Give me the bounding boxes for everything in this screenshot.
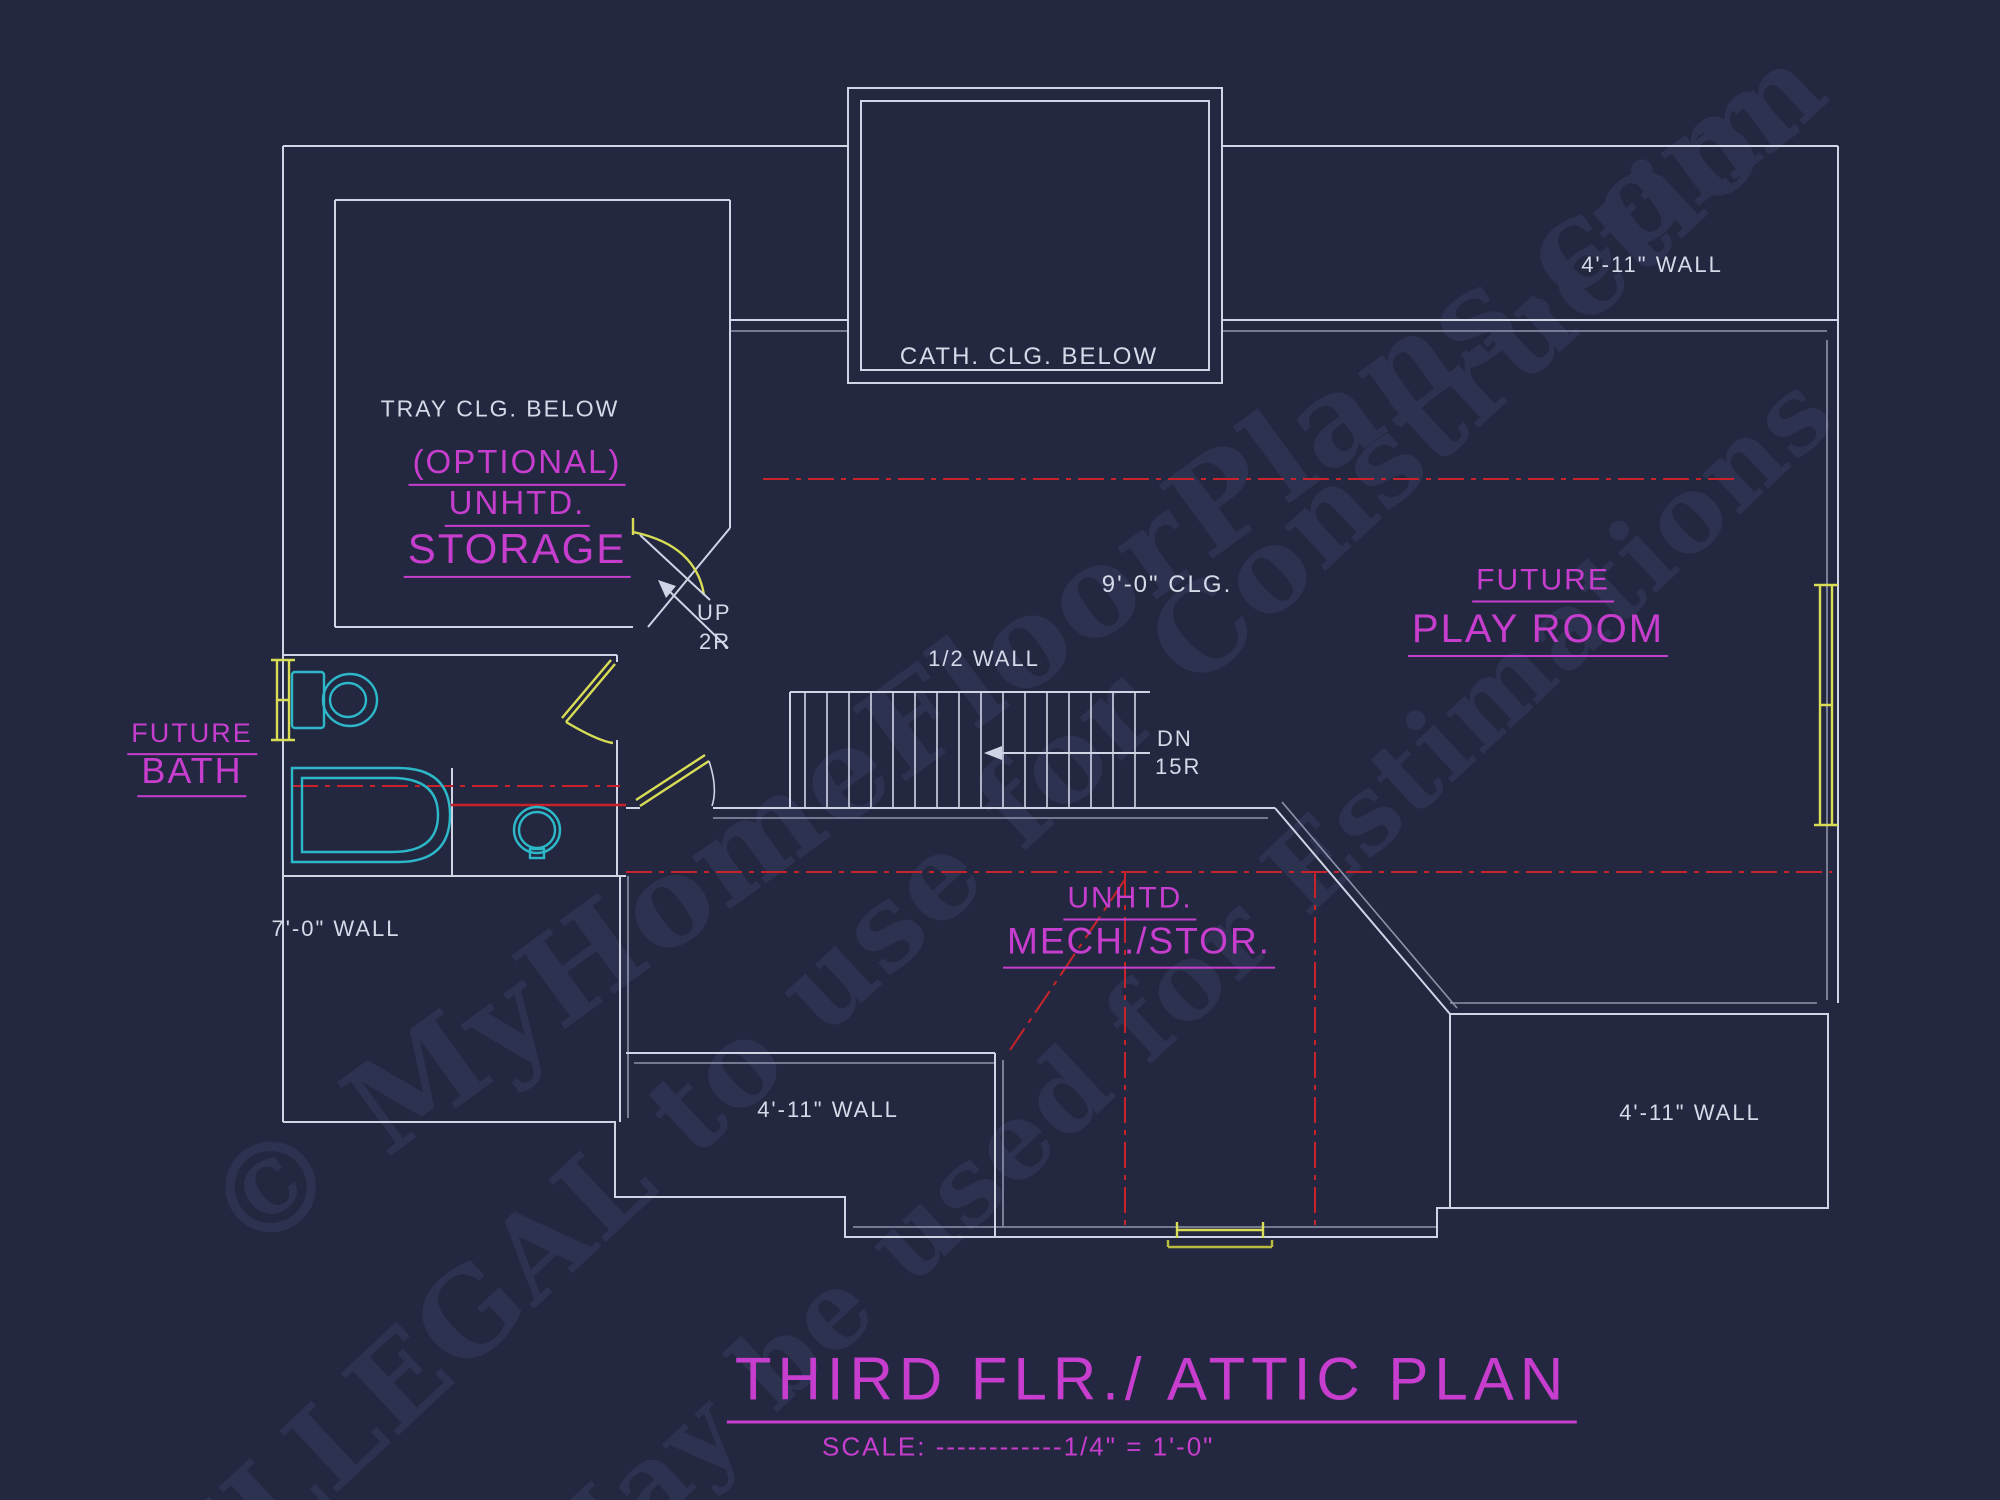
up-arrow [658, 580, 729, 649]
wall-height-label-bottom-right: 4'-11" WALL [1619, 1099, 1761, 1125]
wall-height-label-bottom-left: 4'-11" WALL [757, 1096, 899, 1122]
play-room-label-future: FUTURE [1472, 564, 1614, 603]
up-risers-label: 2R [699, 628, 732, 654]
storage-door-leaf [639, 534, 711, 601]
bath-room-label-future: FUTURE [127, 718, 257, 755]
bath-fixtures [290, 670, 562, 864]
hall-door-arc [708, 760, 716, 807]
dn-risers-label: 15R [1155, 753, 1202, 779]
secondary-wall-lines [627, 330, 1828, 1228]
plan-scale: SCALE: ------------1/4" = 1'-0" [822, 1431, 1215, 1462]
storage-room-label-unhtd: UNHTD. [444, 484, 590, 528]
mech-window [1175, 1222, 1265, 1238]
tray-ceiling-label: TRAY CLG. BELOW [380, 395, 620, 422]
half-wall-label: 1/2 WALL [928, 645, 1040, 671]
bath-door [561, 659, 616, 745]
storage-door [631, 518, 706, 596]
cath-ceiling-label: CATH. CLG. BELOW [899, 342, 1159, 370]
centerlines [292, 478, 1832, 1232]
playroom-window [1814, 583, 1838, 827]
up-label: UP [697, 599, 732, 625]
sink [512, 805, 562, 860]
windows [271, 583, 1838, 1249]
hall-door [635, 753, 710, 808]
walls [282, 87, 1839, 1238]
toilet [290, 670, 379, 730]
bathtub [290, 766, 452, 864]
mech-room-label-unhtd: UNHTD. [1063, 882, 1197, 921]
dn-arrow [984, 746, 1150, 760]
doors [561, 518, 716, 808]
wall-height-label-left: 7'-0" WALL [271, 915, 401, 941]
cath-box [847, 87, 1223, 384]
mech-room-label: MECH./STOR. [1003, 921, 1275, 969]
bath-room-label: BATH [137, 751, 247, 797]
play-room-label: PLAY ROOM [1407, 607, 1669, 657]
plan-title: THIRD FLR./ ATTIC PLAN [726, 1346, 1578, 1424]
mech-window-sill [1166, 1240, 1274, 1249]
storage-room-label-optional: (OPTIONAL) [408, 443, 626, 487]
dn-label: DN [1157, 725, 1193, 751]
ceiling-height-label: 9'-0" CLG. [1101, 570, 1233, 598]
bath-window [271, 658, 295, 742]
storage-room-label: STORAGE [403, 525, 631, 579]
stair-treads [804, 692, 1136, 808]
wall-height-label-top-right: 4'-11" WALL [1581, 251, 1723, 277]
